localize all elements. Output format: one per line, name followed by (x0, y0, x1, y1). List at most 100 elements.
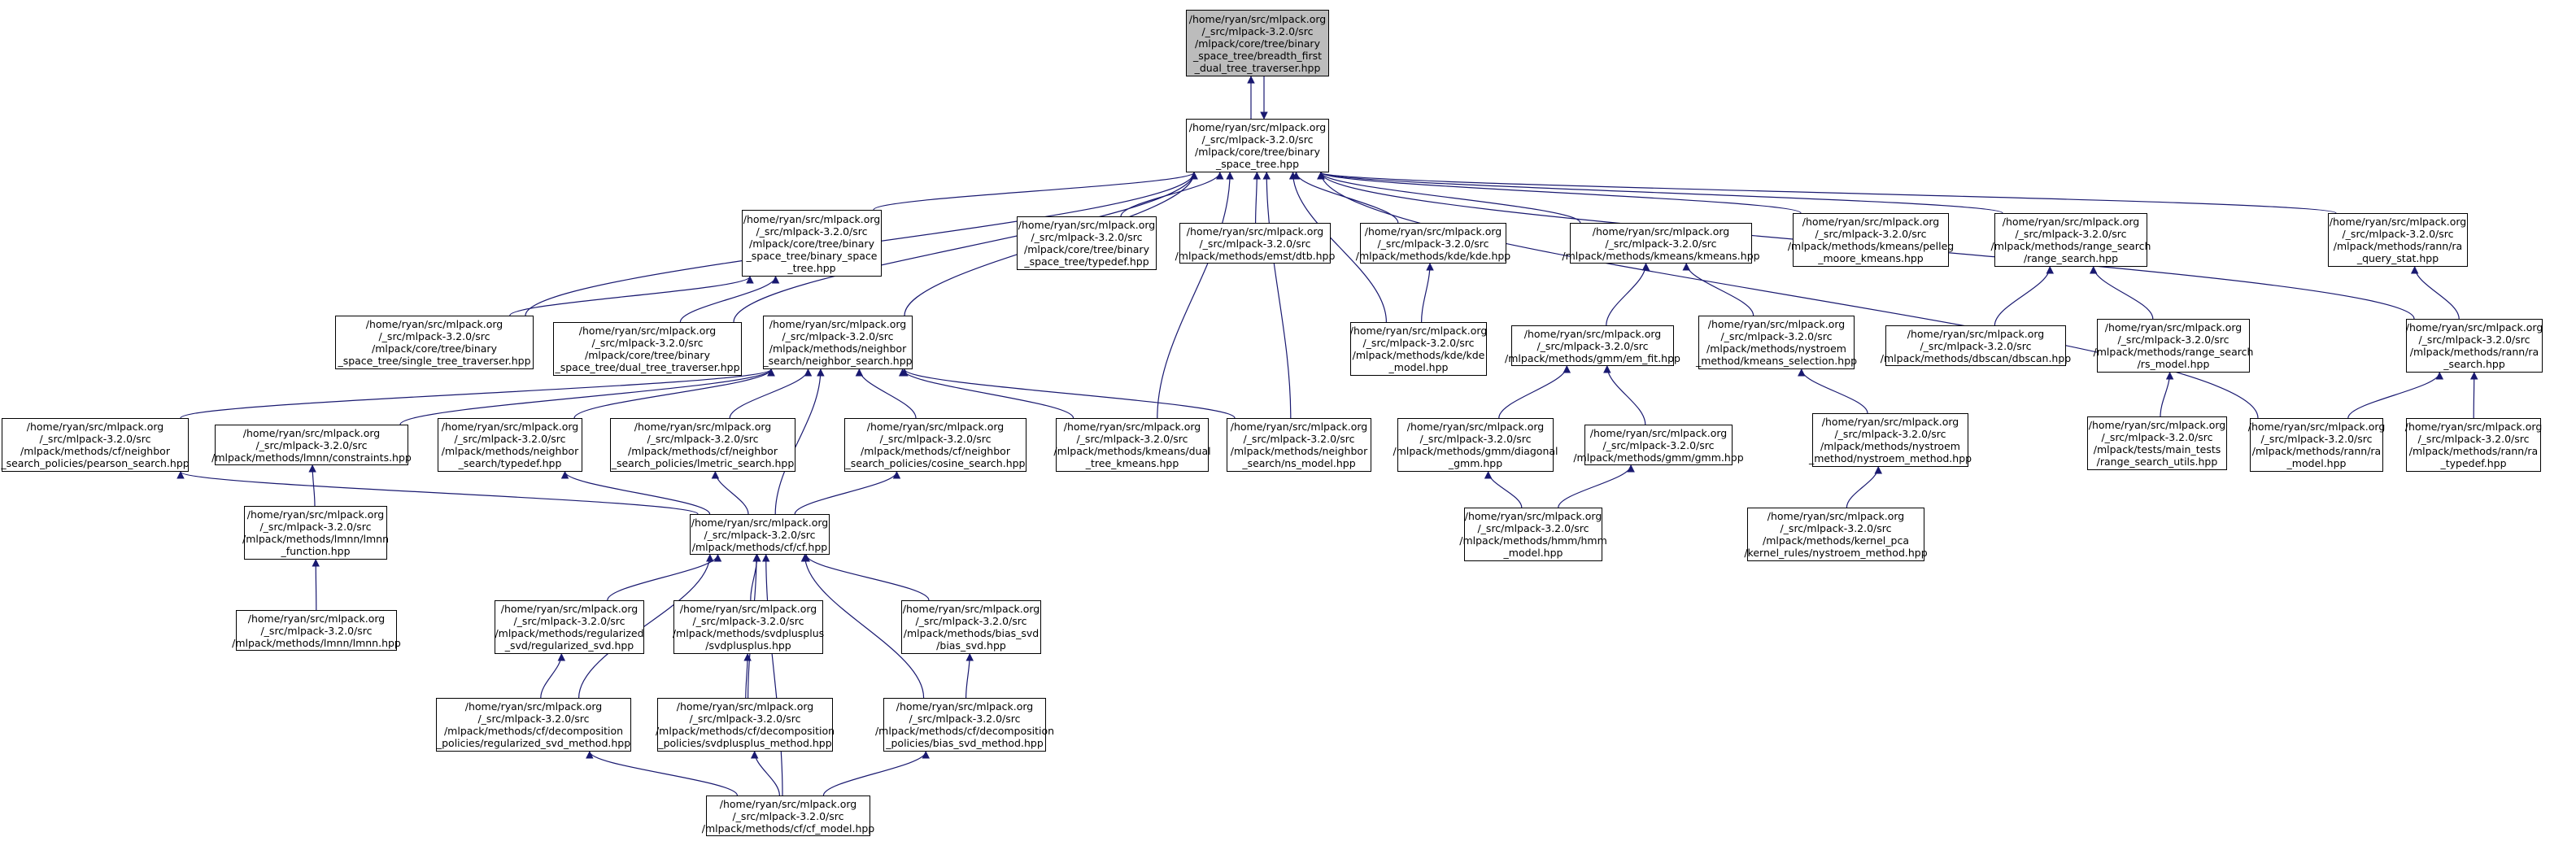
node-label-line: /mlpack/methods/cf/cf_model.hpp (701, 822, 875, 835)
graph-node-n23[interactable]: /home/ryan/src/mlpack.org/_src/mlpack-3.… (610, 418, 795, 472)
node-label-line: /_src/mlpack-3.2.0/src (1602, 438, 1715, 451)
graph-node-n34[interactable]: /home/ryan/src/mlpack.org/_src/mlpack-3.… (690, 514, 830, 555)
graph-node-n21[interactable]: /home/ryan/src/mlpack.org/_src/mlpack-3.… (211, 425, 412, 465)
graph-node-n29[interactable]: /home/ryan/src/mlpack.org/_src/mlpack-3.… (1809, 413, 1972, 467)
graph-node-n8[interactable]: /home/ryan/src/mlpack.org/_src/mlpack-3.… (1788, 213, 1954, 267)
node-label-line: _dual_tree_traverser.hpp (1194, 61, 1321, 74)
edge-n34-n23 (711, 471, 749, 515)
graph-node-n20[interactable]: /home/ryan/src/mlpack.org/_src/mlpack-3.… (1, 418, 190, 472)
edge-n17-n9 (1994, 266, 2055, 326)
graph-node-n24[interactable]: /home/ryan/src/mlpack.org/_src/mlpack-3.… (844, 418, 1026, 472)
node-label-line: /_src/mlpack-3.2.0/src (1199, 237, 1311, 250)
graph-node-n3[interactable]: /home/ryan/src/mlpack.org/_src/mlpack-3.… (742, 210, 882, 277)
node-label-line: /home/ryan/src/mlpack.org (500, 603, 639, 615)
node-label-line: _space_tree/dual_tree_traverser.hpp (555, 361, 740, 373)
graph-node-n17[interactable]: /home/ryan/src/mlpack.org/_src/mlpack-3.… (1881, 325, 2071, 366)
graph-node-n16[interactable]: /home/ryan/src/mlpack.org/_src/mlpack-3.… (1696, 316, 1857, 369)
graph-node-n38[interactable]: /home/ryan/src/mlpack.org/_src/mlpack-3.… (495, 600, 644, 654)
graph-node-n43[interactable]: /home/ryan/src/mlpack.org/_src/mlpack-3.… (875, 698, 1054, 752)
graph-node-n10[interactable]: /home/ryan/src/mlpack.org/_src/mlpack-3.… (2328, 213, 2468, 267)
graph-node-n39[interactable]: /home/ryan/src/mlpack.org/_src/mlpack-3.… (672, 600, 825, 654)
edge-n30-n18 (2160, 372, 2174, 417)
graph-node-n28[interactable]: /home/ryan/src/mlpack.org/_src/mlpack-3.… (1573, 425, 1744, 465)
node-label-line: _query_stat.hpp (2356, 252, 2439, 264)
edge-n31-n2 (1317, 172, 2259, 419)
node-label-line: /_src/mlpack-3.2.0/src (2117, 333, 2229, 346)
graph-node-n30[interactable]: /home/ryan/src/mlpack.org/_src/mlpack-3.… (2087, 416, 2227, 470)
node-label-line: /_src/mlpack-3.2.0/src (732, 809, 844, 822)
edge-n29-n16 (1798, 368, 1868, 414)
edge-n41-n38 (540, 653, 566, 699)
graph-node-n40[interactable]: /home/ryan/src/mlpack.org/_src/mlpack-3.… (901, 600, 1041, 654)
graph-node-n35[interactable]: /home/ryan/src/mlpack.org/_src/mlpack-3.… (1459, 508, 1607, 561)
node-label-line: /mlpack/methods/cf/decomposition (874, 725, 1055, 737)
node-label-line: /mlpack/methods/kernel_pca (1763, 534, 1909, 547)
edge-n15-n7 (1606, 263, 1650, 326)
graph-node-n13[interactable]: /home/ryan/src/mlpack.org/_src/mlpack-3.… (763, 316, 913, 369)
node-label-line: /home/ryan/src/mlpack.org (1592, 224, 1730, 238)
node-label-line: /mlpack/methods/nystroem (1706, 342, 1846, 355)
node-label-line: _function.hpp (281, 545, 351, 557)
edge-n20-n13 (180, 368, 775, 419)
graph-node-n37[interactable]: /home/ryan/src/mlpack.org/_src/mlpack-3.… (232, 610, 401, 651)
node-label-line: /mlpack/methods/neighbor (769, 342, 907, 355)
node-label-line: /mlpack/methods/cf/neighbor (20, 445, 170, 457)
edge-n21-n13 (399, 368, 775, 425)
node-label-line: /home/ryan/src/mlpack.org (2247, 421, 2386, 433)
edge-n11-n3 (509, 276, 754, 316)
node-label-line: /_src/mlpack-3.2.0/src (1720, 330, 1833, 342)
edge-n34-n24 (794, 471, 901, 515)
node-label-line: _space_tree/breadth_first (1192, 49, 1323, 62)
node-label-line: /mlpack/methods/range_search (2093, 346, 2254, 358)
node-label-line: /_src/mlpack-3.2.0/src (909, 713, 1021, 725)
node-label-line: /mlpack/methods/svdplusplus (672, 627, 825, 639)
node-label-line: /mlpack/methods/lmnn/lmnn.hpp (232, 636, 401, 649)
graph-node-n25[interactable]: /home/ryan/src/mlpack.org/_src/mlpack-3.… (1053, 418, 1211, 472)
graph-node-n11[interactable]: /home/ryan/src/mlpack.org/_src/mlpack-3.… (335, 316, 534, 369)
graph-node-n7[interactable]: /home/ryan/src/mlpack.org/_src/mlpack-3.… (1562, 223, 1760, 264)
graph-node-n5[interactable]: /home/ryan/src/mlpack.org/_src/mlpack-3.… (1175, 223, 1335, 264)
graph-node-n15[interactable]: /home/ryan/src/mlpack.org/_src/mlpack-3.… (1505, 325, 1680, 366)
graph-node-n9[interactable]: /home/ryan/src/mlpack.org/_src/mlpack-3.… (1991, 213, 2151, 267)
edge-n27-n15 (1498, 365, 1571, 419)
node-label-line: /mlpack/methods/kmeans/kmeans.hpp (1562, 249, 1760, 262)
node-label-line: _svd/regularized_svd.hpp (504, 639, 634, 652)
node-label-line: /mlpack/methods/rann/ra (2408, 445, 2539, 457)
graph-node-n19[interactable]: /home/ryan/src/mlpack.org/_src/mlpack-3.… (2406, 319, 2543, 373)
graph-node-n36[interactable]: /home/ryan/src/mlpack.org/_src/mlpack-3.… (1744, 508, 1928, 561)
node-label-line: /home/ryan/src/mlpack.org (246, 508, 385, 521)
graph-node-n4[interactable]: /home/ryan/src/mlpack.org/_src/mlpack-3.… (1017, 216, 1157, 270)
graph-node-n22[interactable]: /home/ryan/src/mlpack.org/_src/mlpack-3.… (438, 418, 582, 472)
node-label-line: /_src/mlpack-3.2.0/src (1362, 337, 1475, 349)
graph-node-n31[interactable]: /home/ryan/src/mlpack.org/_src/mlpack-3.… (2247, 418, 2386, 472)
graph-node-n18[interactable]: /home/ryan/src/mlpack.org/_src/mlpack-3.… (2094, 319, 2253, 373)
graph-node-n33[interactable]: /home/ryan/src/mlpack.org/_src/mlpack-3.… (242, 506, 389, 560)
graph-node-n27[interactable]: /home/ryan/src/mlpack.org/_src/mlpack-3.… (1393, 418, 1558, 472)
node-label-line: /kernel_rules/nystroem_method.hpp (1744, 547, 1928, 559)
graph-node-n12[interactable]: /home/ryan/src/mlpack.org/_src/mlpack-3.… (553, 322, 742, 376)
graph-node-n2[interactable]: /home/ryan/src/mlpack.org/_src/mlpack-3.… (1186, 119, 1329, 172)
graph-node-n1[interactable]: /home/ryan/src/mlpack.org/_src/mlpack-3.… (1186, 10, 1329, 76)
graph-node-n14[interactable]: /home/ryan/src/mlpack.org/_src/mlpack-3.… (1350, 322, 1487, 376)
graph-node-n44[interactable]: /home/ryan/src/mlpack.org/_src/mlpack-3.… (702, 796, 874, 836)
edge-n31-n19 (2347, 372, 2444, 419)
graph-node-n6[interactable]: /home/ryan/src/mlpack.org/_src/mlpack-3.… (1356, 223, 1510, 264)
node-label-line: /mlpack/methods/rann/ra (2251, 445, 2382, 457)
node-label-line: /mlpack/methods/cf/neighbor (628, 445, 778, 457)
node-label-line: _tree_kmeans.hpp (1085, 457, 1179, 469)
node-label-line: /_src/mlpack-3.2.0/src (1201, 24, 1314, 37)
edge-n41-n34 (578, 554, 714, 699)
node-label-line: /_src/mlpack-3.2.0/src (260, 624, 373, 637)
node-label-line: /mlpack/methods/kde/kde (1352, 349, 1485, 361)
graph-node-n26[interactable]: /home/ryan/src/mlpack.org/_src/mlpack-3.… (1227, 418, 1371, 472)
node-label-line: /home/ryan/src/mlpack.org (1802, 216, 1940, 228)
graph-node-n42[interactable]: /home/ryan/src/mlpack.org/_src/mlpack-3.… (656, 698, 835, 752)
node-label-line: /mlpack/core/tree/binary (372, 342, 497, 355)
node-label-line: /_src/mlpack-3.2.0/src (1815, 228, 1927, 240)
node-label-line: /range_search.hpp (2023, 252, 2119, 264)
graph-node-n41[interactable]: /home/ryan/src/mlpack.org/_src/mlpack-3.… (436, 698, 631, 752)
node-label-line: /home/ryan/src/mlpack.org (679, 603, 817, 615)
graph-node-n32[interactable]: /home/ryan/src/mlpack.org/_src/mlpack-3.… (2405, 418, 2542, 472)
edge-n5-n2 (1253, 172, 1262, 224)
node-label-line: /mlpack/methods/emst/dtb.hpp (1175, 249, 1336, 262)
